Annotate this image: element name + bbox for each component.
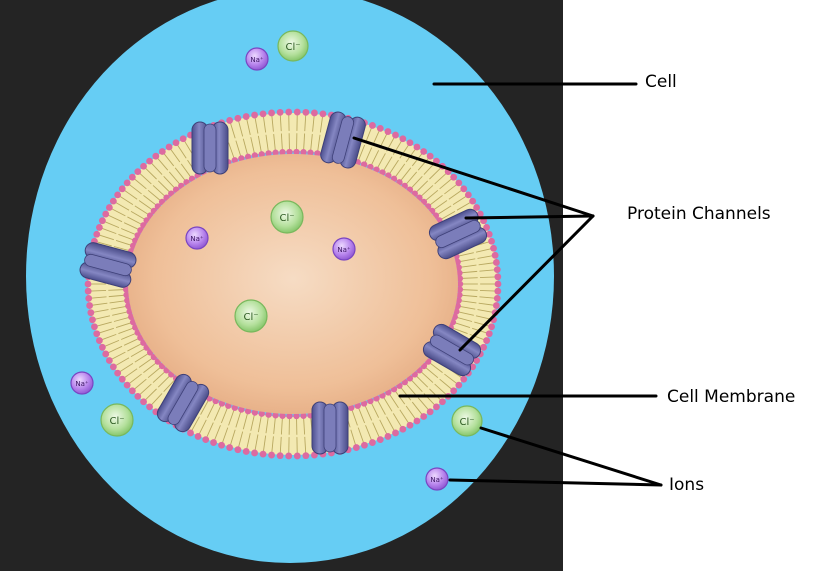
cytoplasm [128, 154, 458, 414]
chloride-ion-label: Cl⁻ [285, 42, 300, 53]
sodium-ion-label: Na⁺ [190, 235, 204, 243]
sodium-ion-label: Na⁺ [75, 380, 89, 388]
protein-channel [312, 402, 348, 454]
chloride-ion-label: Cl⁻ [243, 312, 258, 323]
sodium-ion-label: Na⁺ [250, 56, 264, 64]
chloride-ion: Cl⁻ [271, 201, 303, 233]
chloride-ion: Cl⁻ [278, 31, 308, 61]
sodium-ion: Na⁺ [246, 48, 268, 70]
chloride-ion-label: Cl⁻ [279, 213, 294, 224]
label-cell: Cell [645, 74, 677, 91]
label-ions: Ions [669, 477, 704, 494]
protein-channel-leader-2 [466, 216, 593, 218]
label-cell-membrane: Cell Membrane [667, 389, 795, 406]
sodium-ion-label: Na⁺ [337, 246, 351, 254]
chloride-ion: Cl⁻ [235, 300, 267, 332]
chloride-ion-label: Cl⁻ [459, 417, 474, 428]
chloride-ion: Cl⁻ [101, 404, 133, 436]
sodium-ion: Na⁺ [71, 372, 93, 394]
label-protein-channels: Protein Channels [627, 206, 771, 223]
sodium-ion: Na⁺ [333, 238, 355, 260]
sodium-ion: Na⁺ [186, 227, 208, 249]
chloride-ion: Cl⁻ [452, 406, 482, 436]
protein-channel [192, 122, 228, 174]
sodium-ion: Na⁺ [426, 468, 448, 490]
chloride-ion-label: Cl⁻ [109, 416, 124, 427]
sodium-ion-label: Na⁺ [430, 476, 444, 484]
